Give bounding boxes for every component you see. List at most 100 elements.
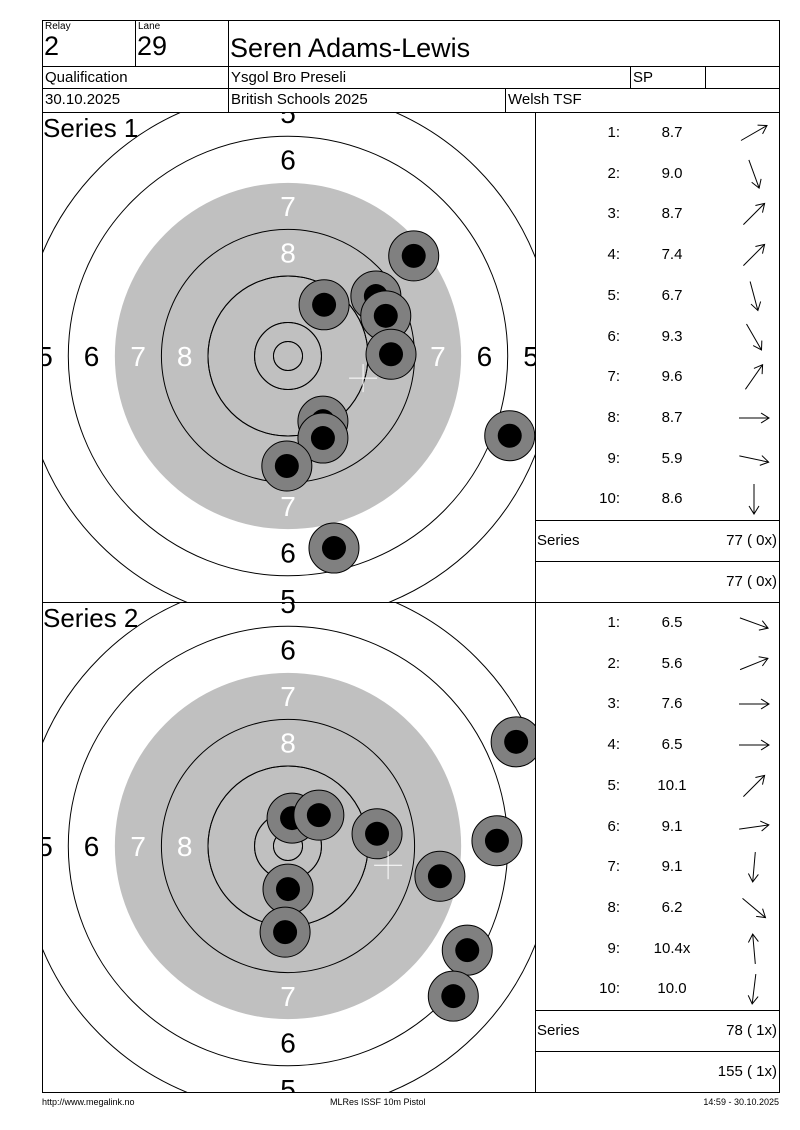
ring-number: 7 xyxy=(280,491,296,522)
shot-row[interactable]: 4: 6.5 xyxy=(536,725,780,766)
shot-row[interactable]: 8: 6.2 xyxy=(536,888,780,929)
hit-8[interactable] xyxy=(259,906,311,958)
ring-number: 5 xyxy=(43,831,53,862)
hit-9[interactable] xyxy=(441,924,493,976)
shot-row[interactable]: 3: 8.7 xyxy=(536,194,780,235)
school: Ysgol Bro Preseli xyxy=(231,69,347,86)
hit-6[interactable] xyxy=(414,850,466,902)
shot-row[interactable]: 6: 9.1 xyxy=(536,807,780,848)
shot-row[interactable]: 4: 7.4 xyxy=(536,235,780,276)
class: SP xyxy=(633,69,654,86)
shot-score: 10.1 xyxy=(657,776,687,794)
shot-number: 8: xyxy=(607,898,620,916)
ring-number: 6 xyxy=(280,145,296,176)
hit-10[interactable] xyxy=(308,522,360,574)
school-cell: Ysgol Bro Preseli xyxy=(228,66,631,89)
ring-number: 5 xyxy=(43,341,53,372)
hit-3[interactable] xyxy=(293,789,345,841)
name-cell: Seren Adams-Lewis xyxy=(228,20,780,67)
direction-arrow-icon xyxy=(739,655,769,670)
shot-row[interactable]: 9: 5.9 xyxy=(536,439,780,480)
event-cell: British Schools 2025 xyxy=(228,88,506,113)
ring-number: 8 xyxy=(177,831,193,862)
shot-row[interactable]: 10: 10.0 xyxy=(536,969,780,1010)
stage-cell: Qualification xyxy=(42,66,229,89)
series-total-row: Series 78 ( 1x) xyxy=(536,1010,780,1051)
series-total: 78 ( 1x) xyxy=(726,1022,777,1039)
direction-arrow-icon xyxy=(744,364,764,390)
hit-5[interactable] xyxy=(471,815,523,867)
hit-1[interactable] xyxy=(388,230,440,282)
lane-cell: Lane 29 xyxy=(135,20,229,67)
shot-row[interactable]: 6: 9.3 xyxy=(536,317,780,358)
shot-number: 9: xyxy=(607,449,620,467)
shot-row[interactable]: 8: 8.7 xyxy=(536,398,780,439)
shot-score: 6.2 xyxy=(661,898,683,916)
hit-3[interactable] xyxy=(360,290,412,342)
shot-number: 1: xyxy=(607,614,620,631)
shot-score: 10.4x xyxy=(653,939,691,957)
footer-url[interactable]: http://www.megalink.no xyxy=(42,1097,135,1107)
series-title: Series 2 xyxy=(43,603,139,633)
hit-4[interactable] xyxy=(298,279,350,331)
direction-arrow-icon xyxy=(739,820,770,831)
shot-score: 9.1 xyxy=(661,817,683,835)
shot-row[interactable]: 2: 9.0 xyxy=(536,154,780,195)
direction-arrow-icon xyxy=(739,617,769,631)
shot-row[interactable]: 9: 10.4x xyxy=(536,929,780,970)
event: British Schools 2025 xyxy=(231,91,368,108)
shot-row[interactable]: 7: 9.6 xyxy=(536,357,780,398)
lane-label: Lane xyxy=(138,21,161,32)
relay-cell: Relay 2 xyxy=(42,20,136,67)
date: 30.10.2025 xyxy=(45,91,121,108)
shot-score: 5.6 xyxy=(661,654,683,672)
shot-row[interactable]: 3: 7.6 xyxy=(536,684,780,725)
ring-number: 7 xyxy=(430,341,446,372)
shot-score: 7.6 xyxy=(661,695,683,713)
shot-row[interactable]: 7: 9.1 xyxy=(536,847,780,888)
hit-4[interactable] xyxy=(351,808,403,860)
ring-line xyxy=(254,322,322,390)
ring-6 xyxy=(67,135,509,577)
shot-row[interactable]: 5: 6.7 xyxy=(536,276,780,317)
ring-number: 8 xyxy=(177,341,193,372)
direction-arrow-icon xyxy=(743,203,766,226)
hit-7[interactable] xyxy=(262,863,314,915)
hit-5[interactable] xyxy=(365,328,417,380)
ring-number: 7 xyxy=(280,681,296,712)
direction-arrow-icon xyxy=(747,932,759,964)
shot-row[interactable]: 5: 10.1 xyxy=(536,766,780,807)
series-title: Series 1 xyxy=(43,113,139,143)
series-label: Series xyxy=(537,532,580,549)
hit-1[interactable] xyxy=(490,716,542,768)
ring-number: 7 xyxy=(280,191,296,222)
shot-number: 6: xyxy=(607,817,620,835)
ring-number: 6 xyxy=(280,635,296,666)
shot-row[interactable]: 1: 8.7 xyxy=(536,113,780,154)
direction-arrow-icon xyxy=(739,739,770,751)
hit-8[interactable] xyxy=(261,440,313,492)
ring-number: 5 xyxy=(280,584,296,602)
club: Welsh TSF xyxy=(508,91,582,108)
ring-number: 6 xyxy=(477,341,493,372)
ring-line xyxy=(160,718,416,974)
hit-9[interactable] xyxy=(484,410,536,462)
shot-score: 5.9 xyxy=(661,449,683,467)
direction-arrow-icon xyxy=(739,412,770,424)
shot-row[interactable]: 1: 6.5 xyxy=(536,603,780,644)
shot-number: 7: xyxy=(607,368,620,386)
date-cell: 30.10.2025 xyxy=(42,88,229,113)
hit-10[interactable] xyxy=(427,970,479,1022)
direction-arrow-icon xyxy=(739,454,770,466)
relay-value: 2 xyxy=(44,31,60,61)
shot-row[interactable]: 2: 5.6 xyxy=(536,644,780,685)
hit-7[interactable] xyxy=(297,412,349,464)
shot-number: 3: xyxy=(607,695,620,713)
shot-score: 8.7 xyxy=(661,205,683,223)
series-label: Series xyxy=(537,1022,580,1039)
shot-row[interactable]: 10: 8.6 xyxy=(536,479,780,520)
